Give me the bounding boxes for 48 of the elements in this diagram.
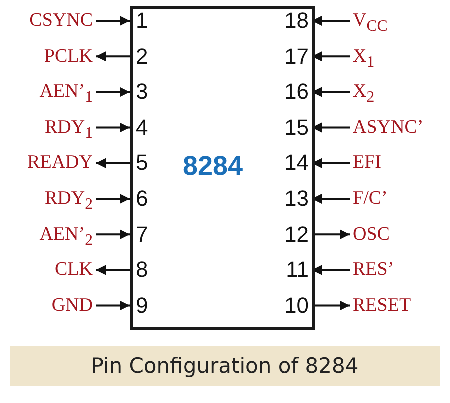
- signal-name: F/C’: [353, 188, 388, 210]
- pin-number: 8: [136, 258, 148, 282]
- pin-number: 11: [286, 258, 309, 282]
- chip-label: 8284: [183, 151, 244, 182]
- arrow: [96, 265, 130, 276]
- signal-name: CSYNC: [30, 10, 93, 32]
- signal-name: V$_{CC}$: [353, 10, 388, 38]
- pin-number: 16: [284, 80, 309, 104]
- pin-number: 10: [284, 294, 309, 318]
- pin-number: 14: [284, 151, 309, 176]
- pin-number: 12: [284, 222, 309, 247]
- pin-number: 4: [136, 116, 148, 140]
- arrow: [96, 194, 130, 204]
- arrow: [96, 52, 130, 62]
- pin-number: 6: [136, 187, 148, 211]
- signal-name: CLK: [55, 259, 93, 282]
- pin-number: 9: [136, 294, 148, 318]
- pin-number: 15: [284, 116, 309, 140]
- signal-name: EFI: [353, 152, 382, 174]
- arrow: [96, 87, 130, 98]
- signal-name: RES’: [353, 259, 394, 282]
- pin-number: 17: [284, 44, 309, 69]
- signal-name: OSC: [353, 224, 390, 246]
- chip-body: [130, 6, 315, 330]
- signal-name: RESET: [353, 294, 412, 317]
- pin-number: 18: [284, 9, 309, 33]
- signal-name: X$_{1}$: [353, 46, 375, 74]
- arrow: [96, 230, 130, 240]
- arrow: [96, 300, 130, 311]
- signal-name: AEN’$_{2}$: [40, 224, 93, 252]
- arrow: [96, 158, 130, 168]
- pin-number: 2: [136, 44, 148, 69]
- signal-name: PCLK: [44, 46, 93, 68]
- caption: Pin Configuration of 8284: [90, 354, 360, 378]
- signal-name: ASYNC’: [353, 116, 424, 139]
- pin-number: 13: [284, 187, 309, 211]
- signal-name: RDY$_{2}$: [44, 188, 93, 216]
- pin-number: 7: [136, 222, 148, 247]
- signal-name: READY: [28, 152, 93, 174]
- signal-name: X$_{2}$: [353, 81, 375, 109]
- pin-number: 1: [136, 9, 148, 33]
- signal-name: AEN’$_{1}$: [40, 81, 93, 109]
- arrow: [96, 122, 130, 133]
- signal-name: GND: [52, 294, 93, 317]
- pin-number: 5: [136, 151, 148, 176]
- signal-name: RDY$_{1}$: [44, 116, 93, 145]
- arrow: [96, 16, 130, 26]
- pin-number: 3: [136, 80, 148, 104]
